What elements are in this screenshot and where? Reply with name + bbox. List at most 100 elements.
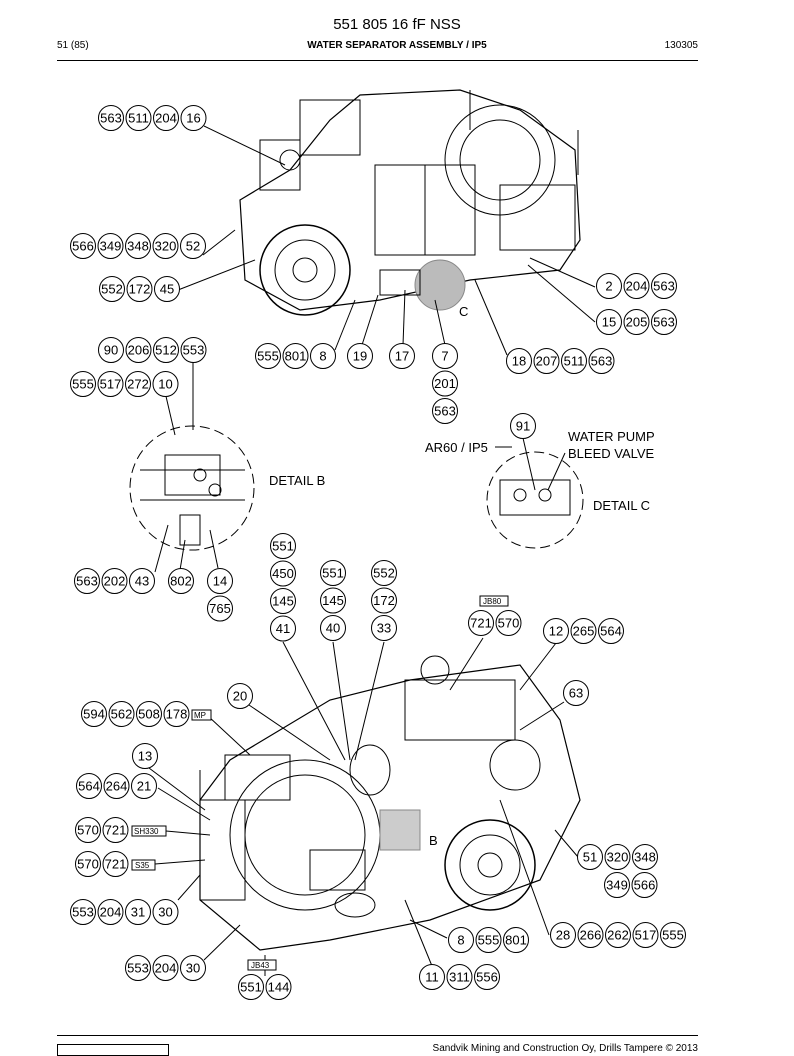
callout-number: 21 bbox=[137, 779, 151, 794]
callout-bubble bbox=[623, 309, 650, 335]
callout-bubble bbox=[651, 273, 677, 299]
callout-number: 556 bbox=[476, 970, 498, 985]
callout-number: 511 bbox=[564, 354, 585, 369]
callout-number: 18 bbox=[512, 354, 526, 369]
callout-number: 41 bbox=[276, 621, 290, 636]
callout-bubble bbox=[153, 337, 179, 363]
callout-bubble bbox=[152, 899, 179, 925]
callout-number: 721 bbox=[105, 823, 127, 838]
callout-number: 517 bbox=[100, 377, 122, 392]
callout-number: 563 bbox=[591, 354, 613, 369]
callout-number: 348 bbox=[127, 239, 149, 254]
callout-number: 348 bbox=[634, 850, 656, 865]
callout-number: 563 bbox=[653, 279, 675, 294]
callout-number: 7 bbox=[441, 349, 448, 364]
callout-bubble bbox=[623, 273, 650, 299]
callout-group-r23: 20 bbox=[227, 683, 253, 709]
callout-number: 349 bbox=[100, 239, 122, 254]
callout-number: 802 bbox=[170, 574, 192, 589]
callout-number: 172 bbox=[129, 282, 151, 297]
callout-bubble bbox=[97, 371, 124, 397]
callout-bubble bbox=[74, 568, 100, 594]
callout-bubble bbox=[154, 276, 180, 302]
callout-bubble bbox=[238, 974, 264, 1000]
callout-number: 563 bbox=[653, 315, 675, 330]
callout-number: 801 bbox=[505, 933, 527, 948]
callout-number: 264 bbox=[106, 779, 128, 794]
callout-number: 28 bbox=[556, 928, 570, 943]
callout-bubble bbox=[598, 618, 624, 644]
box-jb80: JB80 bbox=[483, 597, 502, 606]
callout-group-r15: 802 bbox=[168, 568, 194, 594]
callout-number: 564 bbox=[78, 779, 100, 794]
callout-bubble bbox=[99, 276, 125, 302]
callout-number: 594 bbox=[83, 707, 105, 722]
callout-bubble bbox=[207, 595, 233, 622]
callout-number: 13 bbox=[138, 749, 152, 764]
callout-bubble bbox=[98, 105, 124, 131]
callout-number: 10 bbox=[158, 377, 172, 392]
callout-bubble bbox=[550, 922, 576, 948]
sandvik-logo bbox=[57, 1044, 169, 1056]
callout-bubble bbox=[153, 105, 179, 131]
callout-bubble bbox=[605, 922, 631, 948]
callout-bubble bbox=[102, 817, 129, 843]
callout-group-r22: 63 bbox=[563, 680, 589, 706]
callout-number: 765 bbox=[209, 601, 231, 616]
callout-bubble bbox=[81, 701, 107, 727]
callout-bubble bbox=[510, 413, 536, 439]
callout-number: 721 bbox=[105, 857, 127, 872]
callout-number: 206 bbox=[128, 343, 150, 358]
header-rule bbox=[57, 60, 698, 61]
callout-number: 205 bbox=[626, 315, 648, 330]
callout-number: 551 bbox=[322, 566, 344, 581]
callout-bubble bbox=[432, 343, 458, 369]
callout-bubble bbox=[270, 560, 296, 587]
callout-number: 570 bbox=[498, 616, 520, 631]
callout-number: 51 bbox=[583, 850, 597, 865]
callout-bubble bbox=[389, 343, 415, 369]
footer-copyright: Sandvik Mining and Construction Oy, Dril… bbox=[432, 1043, 698, 1054]
callout-bubble bbox=[270, 615, 296, 642]
callout-bubble bbox=[101, 568, 128, 594]
detail-b-label: DETAIL B bbox=[269, 473, 325, 488]
callout-number: 40 bbox=[326, 621, 340, 636]
callout-bubble bbox=[76, 773, 102, 799]
document-number: 551 805 16 fF NSS bbox=[333, 16, 461, 33]
callout-bubble bbox=[577, 844, 603, 870]
callout-group-r9: 17 bbox=[389, 343, 415, 369]
callout-number: 311 bbox=[449, 970, 470, 985]
callout-bubble bbox=[320, 587, 346, 614]
callout-number: 63 bbox=[569, 686, 583, 701]
callout-number: 563 bbox=[434, 404, 456, 419]
callout-bubble bbox=[604, 844, 631, 870]
callout-bubble bbox=[495, 610, 522, 636]
callout-number: 91 bbox=[516, 419, 530, 434]
callout-bubble bbox=[371, 587, 397, 614]
callout-bubble bbox=[207, 568, 233, 594]
callout-bubble bbox=[604, 872, 630, 898]
callout-bubble bbox=[432, 370, 458, 397]
callout-bubble bbox=[475, 927, 502, 953]
callout-bubble bbox=[152, 233, 179, 259]
callout-number: 8 bbox=[319, 349, 326, 364]
callout-bubble bbox=[70, 233, 96, 259]
callout-number: 265 bbox=[573, 624, 595, 639]
callout-number: 8 bbox=[457, 933, 464, 948]
